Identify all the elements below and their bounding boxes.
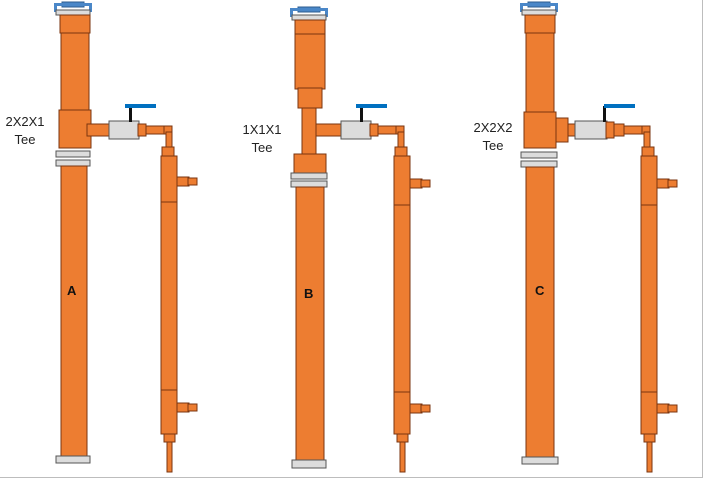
water-outlet bbox=[409, 178, 423, 189]
tee-label-c: 2X2X2 Tee bbox=[470, 119, 516, 155]
tee-label-b: 1X1X1 Tee bbox=[239, 121, 285, 157]
main-column bbox=[60, 165, 88, 457]
still-a bbox=[54, 1, 198, 473]
tee-size-a: 2X2X1 bbox=[5, 114, 45, 129]
still-c bbox=[520, 1, 678, 473]
tee-fitting bbox=[523, 111, 557, 149]
condenser-jacket bbox=[160, 155, 178, 435]
upper-column bbox=[60, 32, 90, 111]
side-arm bbox=[555, 117, 569, 143]
bottom-cap bbox=[521, 456, 559, 465]
tee-fitting bbox=[301, 107, 317, 157]
water-outlet bbox=[176, 176, 190, 187]
top-cap bbox=[59, 14, 91, 34]
top-cap bbox=[294, 19, 326, 35]
top-tap-icon bbox=[290, 6, 328, 21]
water-inlet bbox=[409, 403, 423, 414]
tee-fitting bbox=[58, 109, 92, 149]
ball-valve-body bbox=[340, 120, 372, 140]
flange-upper bbox=[55, 150, 91, 158]
reducer-lower bbox=[293, 153, 327, 175]
top-cap bbox=[524, 14, 556, 34]
tee-size-c: 2X2X2 bbox=[473, 120, 513, 135]
distillate-outlet bbox=[166, 441, 173, 473]
tee-label-a: 2X2X1 Tee bbox=[2, 113, 48, 149]
tee-word-c: Tee bbox=[482, 138, 504, 153]
side-arm bbox=[86, 123, 112, 137]
distillate-outlet bbox=[399, 441, 406, 473]
bottom-cap bbox=[291, 459, 327, 469]
column-letter-c: C bbox=[535, 283, 545, 298]
column-letter-a: A bbox=[67, 283, 77, 298]
ball-valve-body bbox=[574, 120, 608, 140]
top-tap-icon bbox=[520, 1, 558, 16]
top-tap-icon bbox=[54, 1, 92, 16]
flange-lower bbox=[55, 159, 91, 167]
main-column bbox=[295, 186, 325, 461]
tee-word-a: Tee bbox=[14, 132, 36, 147]
distillate-outlet bbox=[646, 441, 653, 473]
reducer bbox=[297, 87, 323, 109]
upper-column bbox=[525, 32, 555, 113]
bottom-cap bbox=[55, 455, 91, 464]
flange-lower bbox=[290, 180, 328, 188]
side-arm bbox=[315, 123, 345, 137]
tee-word-b: Tee bbox=[251, 140, 273, 155]
ball-valve-icon bbox=[604, 104, 635, 108]
ball-valve-body bbox=[108, 120, 140, 140]
ball-valve-icon bbox=[125, 104, 156, 108]
flange-upper bbox=[290, 172, 328, 180]
water-inlet bbox=[656, 403, 670, 414]
column-letter-b: B bbox=[304, 286, 314, 301]
upper-column bbox=[294, 33, 326, 90]
still-b bbox=[290, 6, 431, 473]
flange-lower bbox=[520, 160, 558, 168]
water-outlet bbox=[656, 178, 670, 189]
tee-size-b: 1X1X1 bbox=[242, 122, 282, 137]
ball-valve-icon bbox=[356, 104, 387, 108]
main-column bbox=[525, 166, 555, 458]
water-inlet bbox=[176, 402, 190, 413]
flange-upper bbox=[520, 151, 558, 159]
